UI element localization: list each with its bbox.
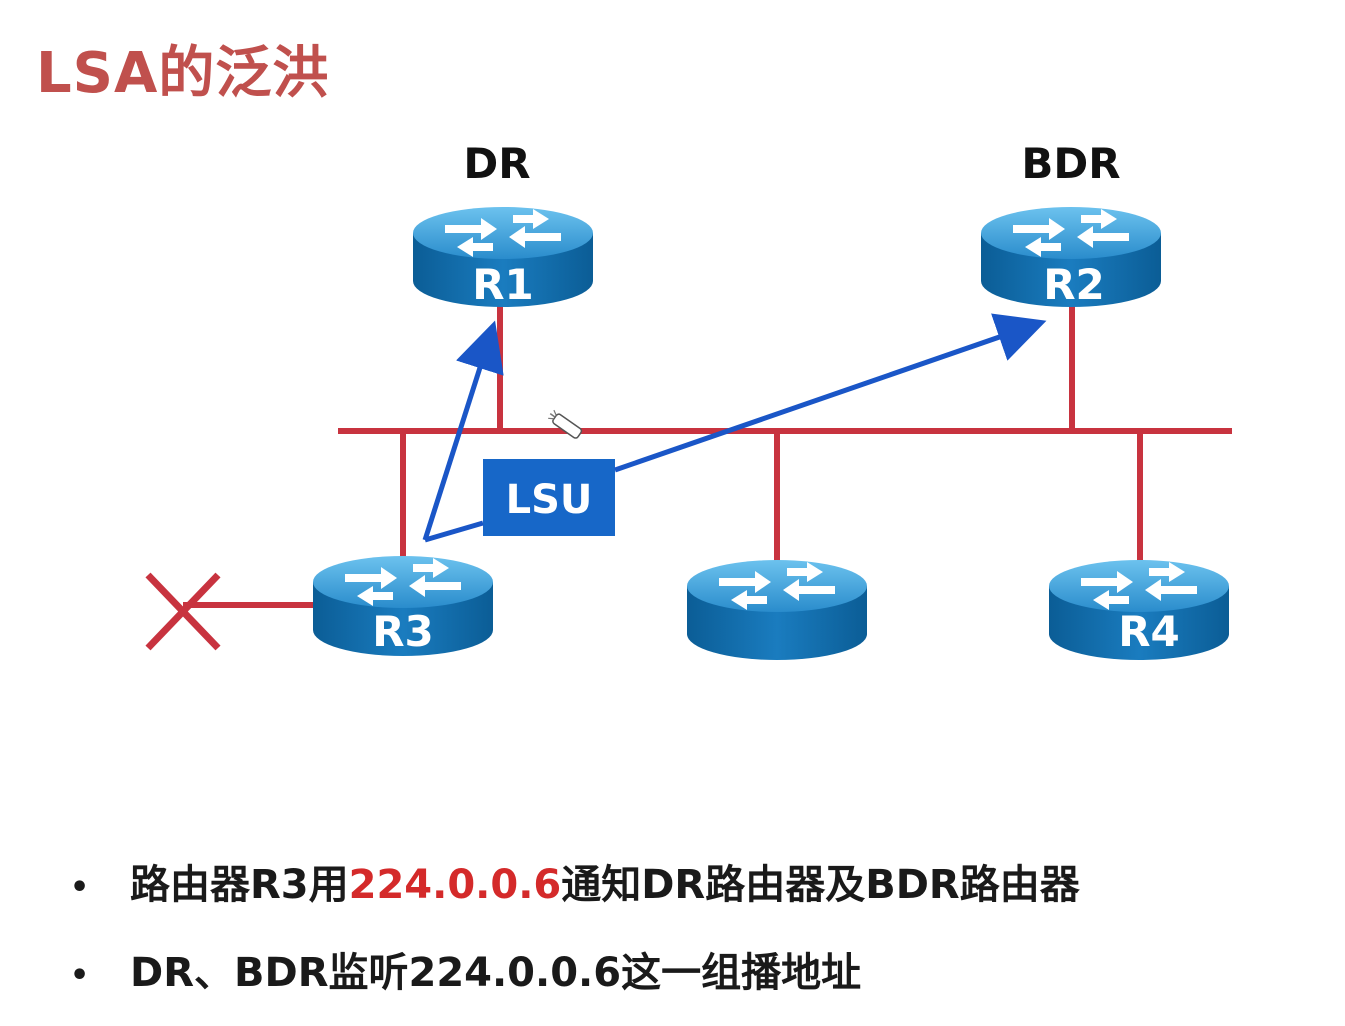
router-r3: R3 bbox=[313, 556, 493, 656]
router-r4: R4 bbox=[1049, 560, 1229, 660]
x-mark-icon bbox=[145, 572, 221, 651]
slide-title: LSA的泛洪 bbox=[36, 41, 330, 106]
router-unnamed bbox=[687, 560, 867, 660]
bullet-1-highlight: 224.0.0.6 bbox=[348, 862, 562, 908]
bullet-item-1: • 路由器R3用224.0.0.6通知DR路由器及BDR路由器 bbox=[70, 852, 1080, 910]
router-r3-label: R3 bbox=[372, 607, 434, 656]
arrow-r3-to-r1 bbox=[422, 320, 504, 541]
router-r2-label: R2 bbox=[1043, 260, 1105, 309]
router-r1: R1 bbox=[413, 207, 593, 309]
router-icon bbox=[687, 560, 867, 660]
arrow-r3-to-lsu bbox=[424, 520, 484, 543]
lsu-packet-label: LSU bbox=[506, 477, 593, 523]
bullet-dot: • bbox=[70, 957, 90, 993]
bullet-dot: • bbox=[70, 869, 90, 905]
router-r1-role: DR bbox=[463, 139, 530, 188]
bullet-2-pre: DR、BDR监听224.0.0.6这一组播地址 bbox=[130, 950, 862, 996]
router-r2-role: BDR bbox=[1021, 139, 1120, 188]
arrow-lsu-to-r2 bbox=[614, 313, 1047, 473]
lsu-packet-box bbox=[483, 459, 615, 536]
router-r1-label: R1 bbox=[472, 260, 534, 309]
bullet-item-2: • DR、BDR监听224.0.0.6这一组播地址 bbox=[70, 940, 861, 998]
pointer-cursor-icon bbox=[548, 409, 583, 439]
router-r2: R2 bbox=[981, 207, 1161, 309]
router-r4-label: R4 bbox=[1118, 607, 1180, 656]
bullet-1-post: 通知DR路由器及BDR路由器 bbox=[561, 862, 1080, 908]
bullet-1-pre: 路由器R3用 bbox=[130, 862, 349, 908]
